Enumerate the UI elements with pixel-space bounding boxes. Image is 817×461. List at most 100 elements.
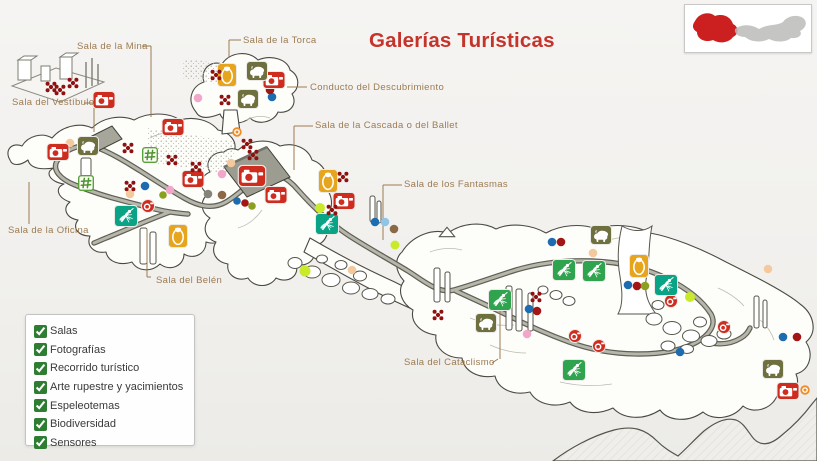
poi-dot-brown[interactable] bbox=[389, 224, 399, 234]
poi-dots-layer bbox=[65, 85, 802, 357]
photo-camera-icon[interactable] bbox=[161, 118, 185, 136]
poi-dot-darkred[interactable] bbox=[556, 237, 566, 247]
photo-spot-icon[interactable] bbox=[568, 329, 582, 343]
photo-camera-icon[interactable] bbox=[181, 170, 205, 188]
poi-dot-blue[interactable] bbox=[547, 237, 557, 247]
rock-art-bison-icon[interactable] bbox=[246, 61, 268, 81]
legend-checkbox-sensores[interactable] bbox=[34, 436, 47, 450]
rock-art-bison-icon[interactable] bbox=[237, 89, 259, 109]
poi-dot-blue[interactable] bbox=[623, 280, 633, 290]
poi-dot-beige[interactable] bbox=[125, 189, 135, 199]
rock-art-bison-icon[interactable] bbox=[762, 359, 784, 379]
biodiversity-mosquito-icon[interactable] bbox=[582, 260, 606, 282]
poi-dot-beige[interactable] bbox=[763, 264, 773, 274]
biodiversity-mosquito-icon[interactable] bbox=[315, 213, 339, 235]
speleothem-icon[interactable] bbox=[318, 169, 338, 193]
legend-checkbox-biodiversidad[interactable] bbox=[34, 417, 47, 431]
rock-art-bison-icon[interactable] bbox=[475, 313, 497, 333]
rock-art-bison-icon[interactable] bbox=[590, 225, 612, 245]
ring-dot-marker[interactable] bbox=[800, 385, 810, 395]
poi-dot-pink[interactable] bbox=[217, 169, 227, 179]
sensor-cross-icon[interactable] bbox=[337, 171, 349, 183]
poi-dot-beige[interactable] bbox=[347, 265, 357, 275]
photo-spot-icon[interactable] bbox=[592, 339, 606, 353]
legend-row-biodiversidad: Biodiversidad bbox=[34, 415, 194, 434]
poi-dot-brown[interactable] bbox=[217, 190, 227, 200]
legend-label-salas: Salas bbox=[50, 325, 78, 338]
coastline bbox=[552, 397, 817, 461]
poi-dot-blue[interactable] bbox=[370, 217, 380, 227]
room-label-conducto: Conducto del Descubrimiento bbox=[310, 82, 445, 93]
photo-camera-icon[interactable] bbox=[776, 382, 800, 400]
minimap-cave-silhouette bbox=[734, 15, 806, 42]
biodiversity-mosquito-icon[interactable] bbox=[552, 259, 576, 281]
poi-dot-pink[interactable] bbox=[193, 93, 203, 103]
poi-dot-olive[interactable] bbox=[248, 202, 256, 210]
poi-dot-blue[interactable] bbox=[233, 197, 241, 205]
poi-dot-beige[interactable] bbox=[588, 248, 598, 258]
visitor-buildings bbox=[10, 52, 106, 103]
legend-checkbox-fotografias[interactable] bbox=[34, 343, 47, 357]
poi-dot-darkred[interactable] bbox=[792, 332, 802, 342]
legend-checkbox-recorrido[interactable] bbox=[34, 361, 47, 375]
legend-row-sensores: Sensores bbox=[34, 434, 194, 453]
room-label-mina: Sala de la Mina bbox=[77, 41, 148, 52]
poi-dot-gray[interactable] bbox=[203, 189, 213, 199]
room-label-cataclismo: Sala del Cataclismo bbox=[404, 357, 495, 368]
photo-spot-icon[interactable] bbox=[717, 320, 731, 334]
biodiversity-mosquito-icon[interactable] bbox=[654, 274, 678, 296]
photo-camera-icon[interactable] bbox=[92, 91, 116, 109]
biodiversity-mosquito-icon[interactable] bbox=[114, 205, 138, 227]
photo-camera-icon[interactable] bbox=[264, 186, 288, 204]
poi-dot-pink[interactable] bbox=[522, 329, 532, 339]
page-title: Galerías Turísticas bbox=[369, 29, 555, 52]
legend-checkbox-espeleotemas[interactable] bbox=[34, 399, 47, 413]
photo-camera-icon[interactable] bbox=[237, 164, 267, 188]
legend-checkbox-salas[interactable] bbox=[34, 324, 47, 338]
legend-checkbox-arte[interactable] bbox=[34, 380, 47, 394]
poi-dot-lime[interactable] bbox=[390, 240, 400, 250]
poi-dot-pink[interactable] bbox=[165, 185, 175, 195]
biodiversity-mosquito-icon[interactable] bbox=[488, 289, 512, 311]
legend-label-fotografias: Fotografías bbox=[50, 343, 106, 356]
speleothem-icon[interactable] bbox=[168, 224, 188, 248]
poi-dot-darkred[interactable] bbox=[632, 281, 642, 291]
photo-spot-icon[interactable] bbox=[141, 199, 155, 213]
legend-row-arte: Arte rupestre y yacimientos bbox=[34, 378, 194, 397]
poi-dot-olive[interactable] bbox=[640, 281, 650, 291]
poi-dot-lime[interactable] bbox=[299, 265, 311, 277]
ring-dot-marker[interactable] bbox=[232, 127, 242, 137]
poi-dot-lime[interactable] bbox=[685, 292, 695, 302]
poi-dot-blue[interactable] bbox=[140, 181, 150, 191]
poi-dot-darkred[interactable] bbox=[241, 199, 249, 207]
biodiversity-mosquito-icon[interactable] bbox=[562, 359, 586, 381]
room-label-belen: Sala del Belén bbox=[156, 275, 223, 286]
poi-dot-lime[interactable] bbox=[315, 203, 325, 213]
poi-dot-blue[interactable] bbox=[267, 92, 277, 102]
poi-dot-blue[interactable] bbox=[675, 347, 685, 357]
legend-label-arte: Arte rupestre y yacimientos bbox=[50, 381, 184, 394]
speleothem-icon[interactable] bbox=[629, 254, 649, 278]
poi-dot-blue[interactable] bbox=[524, 304, 534, 314]
room-label-torca: Sala de la Torca bbox=[243, 35, 317, 46]
excavation-grid-icon[interactable] bbox=[78, 175, 94, 191]
photo-spot-icon[interactable] bbox=[664, 294, 678, 308]
excavation-grid-icon[interactable] bbox=[142, 147, 158, 163]
poi-dot-darkred[interactable] bbox=[532, 306, 542, 316]
legend-label-recorrido: Recorrido turístico bbox=[50, 362, 140, 375]
minimap-highlight-region bbox=[692, 13, 738, 43]
legend-label-espeleotemas: Espeleotemas bbox=[50, 399, 120, 412]
photo-camera-icon[interactable] bbox=[46, 143, 70, 161]
rock-art-bison-icon[interactable] bbox=[77, 136, 99, 156]
poi-dot-olive[interactable] bbox=[159, 191, 167, 199]
room-label-cascada: Sala de la Cascada o del Ballet bbox=[315, 120, 458, 131]
minimap[interactable] bbox=[684, 4, 812, 53]
speleothem-icon[interactable] bbox=[217, 63, 237, 87]
poi-dot-lightblue[interactable] bbox=[380, 217, 390, 227]
poi-dot-beige[interactable] bbox=[226, 158, 236, 168]
poi-dot-blue[interactable] bbox=[778, 332, 788, 342]
legend-row-espeleotemas: Espeleotemas bbox=[34, 396, 194, 415]
